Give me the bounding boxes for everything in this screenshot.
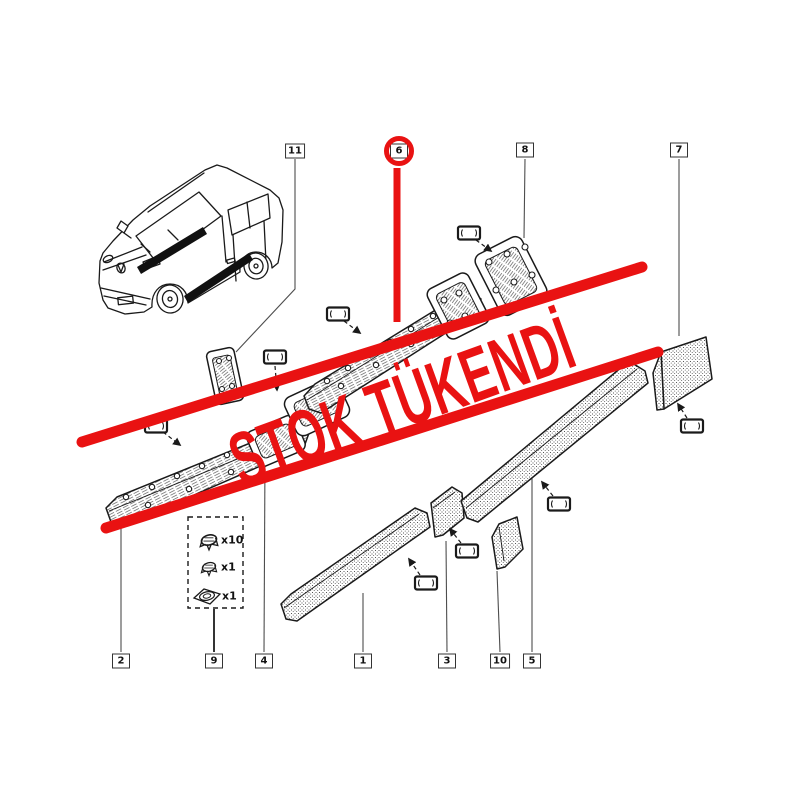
part-3-small-molding	[430, 486, 465, 538]
part-10-small-molding	[491, 516, 524, 570]
highlight-circle	[384, 136, 414, 166]
clip-icon	[456, 225, 482, 241]
van-molding-strips	[137, 227, 253, 303]
callout-5: 5	[523, 653, 541, 669]
clip-icon	[679, 418, 705, 434]
van-illustration	[98, 164, 284, 315]
stamp-line-bottom	[100, 346, 664, 534]
stamp-line-top	[76, 261, 648, 448]
fastener-qty-label: x1	[221, 560, 236, 574]
fastener-qty-label: x1	[222, 589, 237, 603]
part-1-lower-molding	[280, 507, 431, 622]
callout-9: 9	[205, 653, 223, 669]
fastener-qty-label: x10	[221, 533, 244, 547]
spring-clip-icon	[199, 532, 219, 551]
callout-10: 10	[490, 653, 510, 669]
callout-1: 1	[354, 653, 372, 669]
clip-icon	[325, 306, 351, 322]
callout-2: 2	[112, 653, 130, 669]
spring-clip-icon	[200, 560, 218, 577]
clip-icon	[546, 496, 572, 512]
callout-11: 11	[285, 143, 305, 159]
clip-icon	[262, 349, 288, 365]
clip-pointer-arrows	[162, 239, 688, 576]
part-7-corner-molding	[652, 336, 713, 411]
out-of-stock-stamp-lines	[76, 168, 664, 534]
callout-4: 4	[255, 653, 273, 669]
callout-3: 3	[438, 653, 456, 669]
clip-icon	[454, 543, 480, 559]
part-11-bracket-plate	[205, 346, 245, 406]
part-5-rear-molding	[460, 360, 649, 523]
part-8-plate-large	[474, 235, 548, 317]
callout-7: 7	[670, 142, 688, 158]
leader-lines	[120, 158, 680, 653]
fastener-box	[187, 516, 244, 609]
grommet-icon	[193, 588, 221, 605]
clip-icon	[413, 575, 439, 591]
callout-8: 8	[516, 142, 534, 158]
